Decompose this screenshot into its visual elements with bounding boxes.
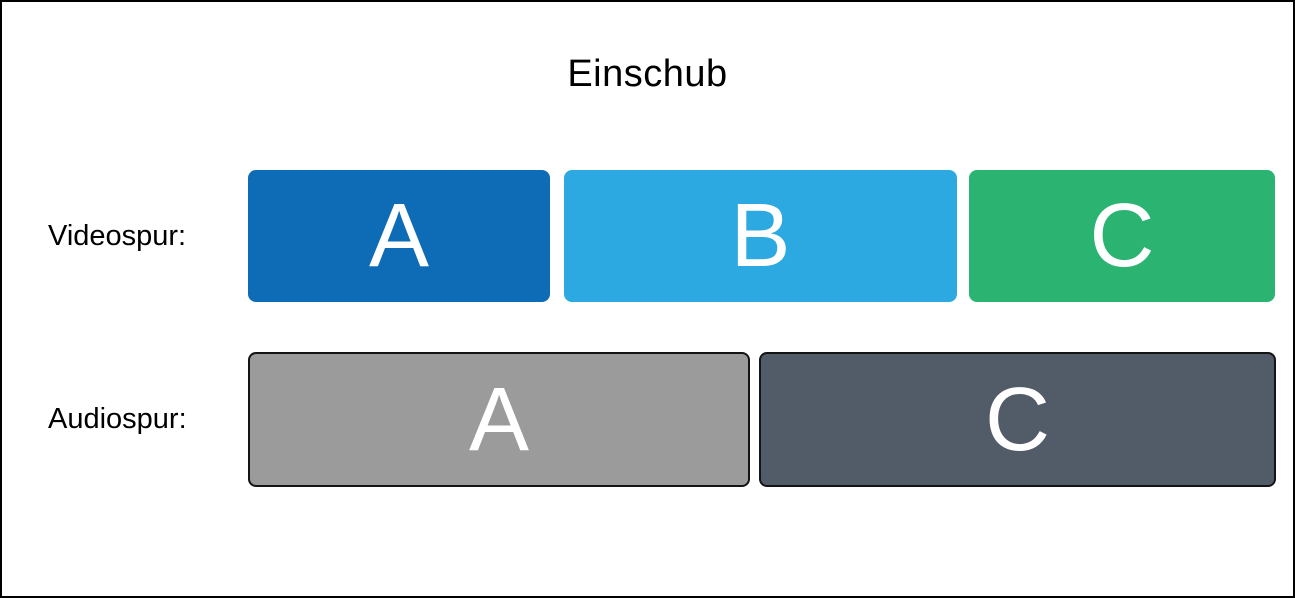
video-clip-c: C [969,170,1275,302]
audio-clip-c: C [759,352,1276,487]
video-clip-a: A [248,170,550,302]
audio-clip-a: A [248,352,750,487]
audio-track-label: Audiospur: [48,403,187,435]
diagram-title: Einschub [567,53,728,95]
video-track-label: Videospur: [48,219,187,252]
video-clip-b: B [564,170,957,302]
